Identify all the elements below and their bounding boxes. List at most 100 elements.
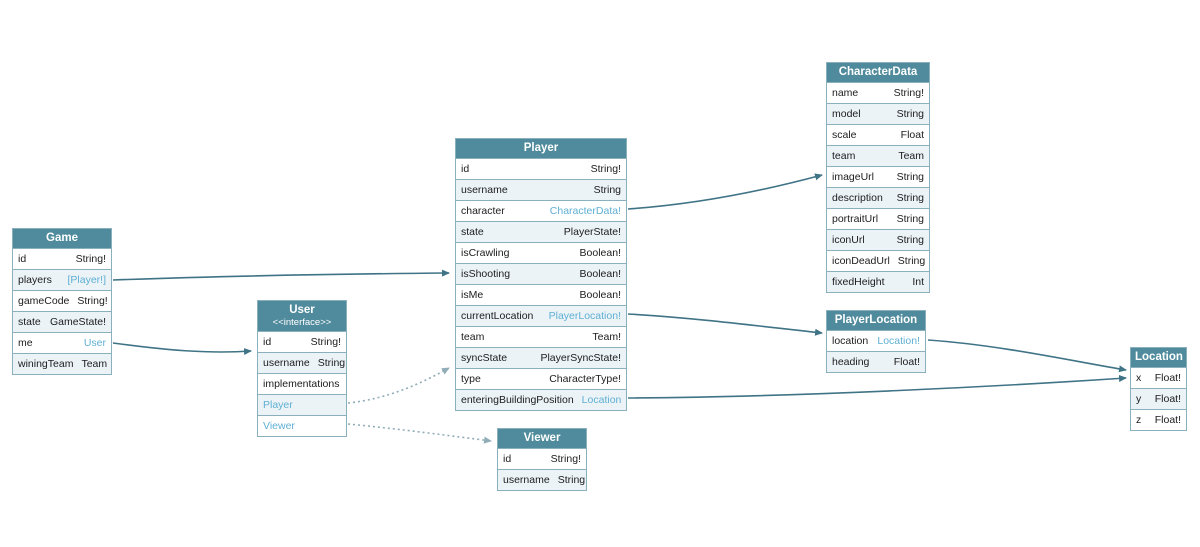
- field-name: z: [1136, 414, 1142, 426]
- table-header-game[interactable]: Game: [13, 229, 111, 248]
- table-header-playerlocation[interactable]: PlayerLocation: [827, 311, 925, 330]
- field-type: String!: [550, 453, 581, 465]
- field-type: String: [896, 108, 924, 120]
- edge-player-enteringbuildingposition-to-location: [627, 374, 1127, 399]
- field-name: y: [1136, 393, 1142, 405]
- table-header-characterdata[interactable]: CharacterData: [827, 63, 929, 82]
- field-type: String: [593, 184, 621, 196]
- field-name: heading: [832, 356, 870, 368]
- field-type: Float: [900, 129, 924, 141]
- field-name: portraitUrl: [832, 213, 879, 225]
- field-name: description: [832, 192, 883, 204]
- field-name: isShooting: [461, 268, 511, 280]
- field-row-game-players: players[Player!]: [13, 269, 111, 290]
- field-type: String: [896, 171, 924, 183]
- field-type-link[interactable]: Location: [581, 394, 622, 406]
- field-type-link[interactable]: [Player!]: [67, 274, 106, 286]
- field-type: String: [557, 474, 586, 486]
- field-name: id: [461, 163, 470, 175]
- edge-player-currentlocation-to-playerlocation: [627, 313, 823, 336]
- field-row-characterdata-fixedHeight: fixedHeight Int: [827, 271, 929, 292]
- field-name: state: [18, 316, 41, 328]
- field-name: username: [461, 184, 508, 196]
- field-name: name: [832, 87, 859, 99]
- field-name-link[interactable]: Player: [263, 399, 293, 411]
- field-name: username: [263, 357, 310, 369]
- table-title: Game: [46, 232, 78, 244]
- table-header-viewer[interactable]: Viewer: [498, 429, 586, 448]
- field-row-game-gameCode: gameCode String!: [13, 290, 111, 311]
- field-name: syncState: [461, 352, 508, 364]
- field-type: Float!: [1154, 393, 1181, 405]
- field-name: character: [461, 205, 505, 217]
- table-title: Viewer: [523, 432, 561, 444]
- field-row-playerlocation-location: location Location!: [827, 330, 925, 351]
- field-name: location: [832, 335, 869, 347]
- field-row-player-isShooting: isShooting Boolean!: [456, 263, 626, 284]
- field-type-link[interactable]: User: [83, 337, 106, 349]
- field-row-player-type: type CharacterType!: [456, 368, 626, 389]
- table-header-player[interactable]: Player: [456, 139, 626, 158]
- field-type: Boolean!: [579, 268, 621, 280]
- edge-playerlocation-location-to-location: [927, 339, 1127, 373]
- field-name: type: [461, 373, 481, 385]
- table-header-user[interactable]: User<<interface>>: [258, 301, 346, 331]
- field-name: team: [461, 331, 485, 343]
- field-type: Float!: [1154, 372, 1181, 384]
- field-name: team: [832, 150, 856, 162]
- table-subtitle: <<interface>>: [272, 317, 332, 328]
- field-name: id: [263, 336, 272, 348]
- field-type: Boolean!: [579, 247, 621, 259]
- field-row-user-Viewer: Viewer: [258, 415, 346, 436]
- field-name: scale: [832, 129, 857, 141]
- field-row-characterdata-description: description String: [827, 187, 929, 208]
- field-type: String: [896, 192, 924, 204]
- table-title: PlayerLocation: [834, 314, 918, 326]
- field-name: implementations: [263, 378, 340, 390]
- field-type: Int: [912, 276, 924, 288]
- field-row-location-y: y Float!: [1131, 388, 1186, 409]
- field-type: Float!: [1154, 414, 1181, 426]
- edge-player-character-to-characterdata: [627, 173, 823, 210]
- field-name-link[interactable]: Viewer: [263, 420, 295, 432]
- field-row-characterdata-scale: scale Float: [827, 124, 929, 145]
- field-name: isMe: [461, 289, 484, 301]
- field-type: String!: [310, 336, 341, 348]
- field-row-user-implementations: implementations: [258, 373, 346, 394]
- field-name: username: [503, 474, 550, 486]
- field-name: gameCode: [18, 295, 70, 307]
- field-type-link[interactable]: Location!: [877, 335, 920, 347]
- field-name: iconDeadUrl: [832, 255, 890, 267]
- field-type: PlayerSyncState!: [540, 352, 621, 364]
- field-type: String!: [77, 295, 108, 307]
- field-type-link[interactable]: PlayerLocation!: [548, 310, 621, 322]
- table-header-location[interactable]: Location: [1131, 348, 1186, 367]
- field-name: fixedHeight: [832, 276, 885, 288]
- edge-game-me-to-user: [112, 342, 252, 355]
- field-type: Team: [898, 150, 924, 162]
- field-type-link[interactable]: CharacterData!: [549, 205, 621, 217]
- field-row-user-Player: Player: [258, 394, 346, 415]
- field-type: CharacterType!: [549, 373, 621, 385]
- table-title: User: [289, 304, 315, 316]
- table-title: CharacterData: [838, 66, 918, 78]
- field-row-user-id: id String!: [258, 331, 346, 352]
- edge-user-viewer-to-viewer: [347, 423, 492, 444]
